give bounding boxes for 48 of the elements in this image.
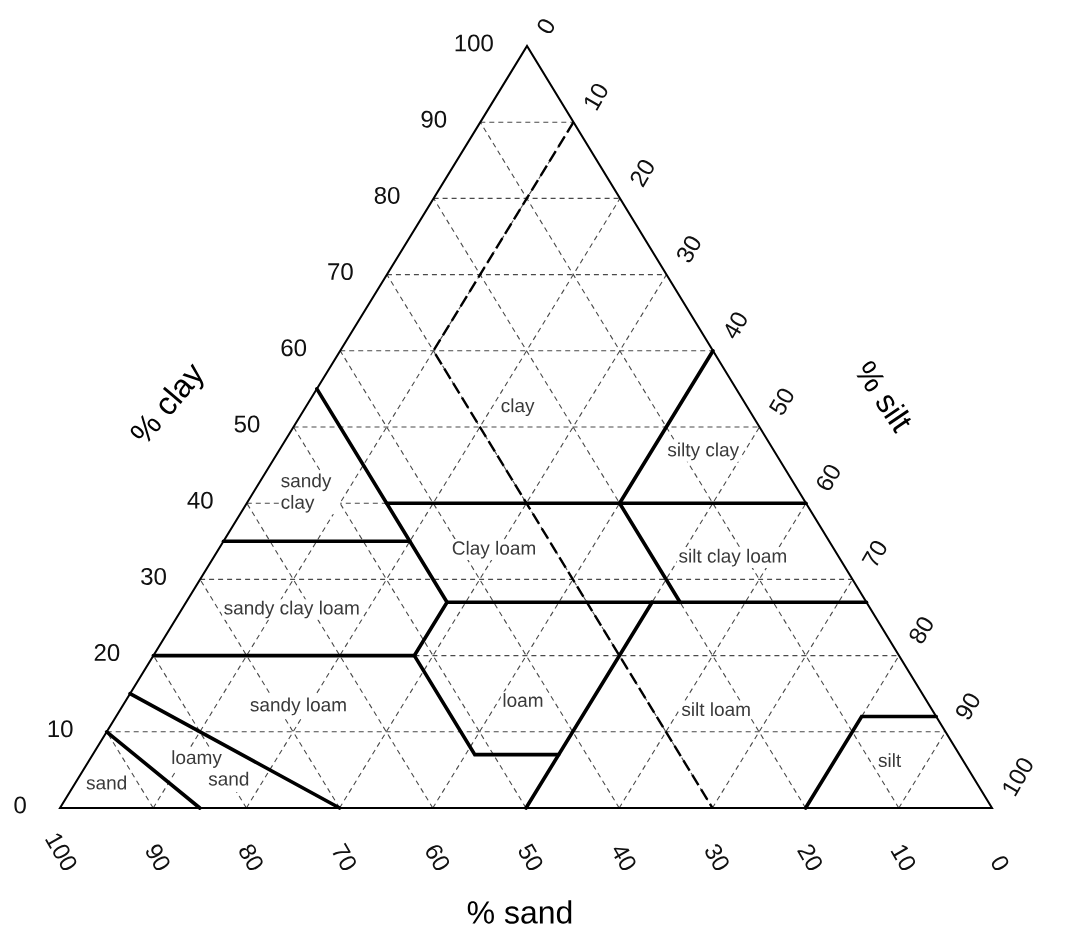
tick-label: 80 [239, 844, 263, 871]
tick-label: 40 [187, 491, 213, 509]
tick-label: 0 [537, 19, 555, 34]
tick-label: 60 [426, 845, 450, 871]
tick-label: 20 [797, 844, 822, 871]
region-label: loam [500, 691, 546, 709]
tick-label: 70 [332, 842, 356, 871]
region-label: sandy clay [279, 471, 341, 515]
region-label: sandy clay loam [222, 599, 362, 620]
axis-title: % silt [856, 361, 911, 434]
tick-label: 30 [705, 844, 729, 871]
tick-label: 0 [991, 856, 1009, 871]
tick-label: 50 [234, 415, 260, 433]
tick-label: 90 [956, 693, 980, 720]
tick-label: 40 [725, 312, 747, 339]
tick-label: 70 [861, 541, 887, 566]
region-label: silt loam [679, 700, 753, 718]
tick-label: 30 [677, 236, 701, 263]
region-label: Clay loam [450, 539, 538, 561]
region-label: silt [876, 751, 903, 769]
axis-title: % clay [130, 363, 204, 442]
tick-label: 20 [94, 644, 120, 662]
tick-label: 100 [455, 34, 493, 52]
tick-label: 20 [630, 160, 654, 188]
tick-label: 0 [14, 796, 26, 814]
tick-label: 60 [281, 339, 307, 357]
region-label: sand [84, 774, 129, 792]
tick-label: 90 [421, 110, 447, 128]
tick-label: 90 [146, 844, 170, 871]
region-label: silt clay loam [677, 547, 789, 568]
tick-label: 50 [518, 843, 543, 871]
tick-label: 10 [890, 845, 916, 871]
tick-label: 80 [374, 186, 400, 204]
region-label: loamy sand [170, 749, 249, 792]
tick-label: 10 [585, 83, 608, 111]
tick-label: 50 [768, 388, 794, 415]
tick-label: 80 [909, 617, 933, 644]
tick-label: 70 [328, 263, 353, 281]
tick-label: 100 [45, 833, 77, 871]
region-label: sandy loam [248, 696, 349, 717]
tick-label: 60 [817, 464, 840, 491]
region-label: clay [499, 396, 537, 418]
tick-label: 40 [613, 847, 636, 871]
region-label: silty clay [665, 441, 741, 462]
tick-label: 30 [141, 567, 166, 585]
axis-title: % sand [467, 900, 572, 924]
tick-label: 10 [48, 720, 73, 738]
tick-label: 100 [1003, 758, 1033, 797]
